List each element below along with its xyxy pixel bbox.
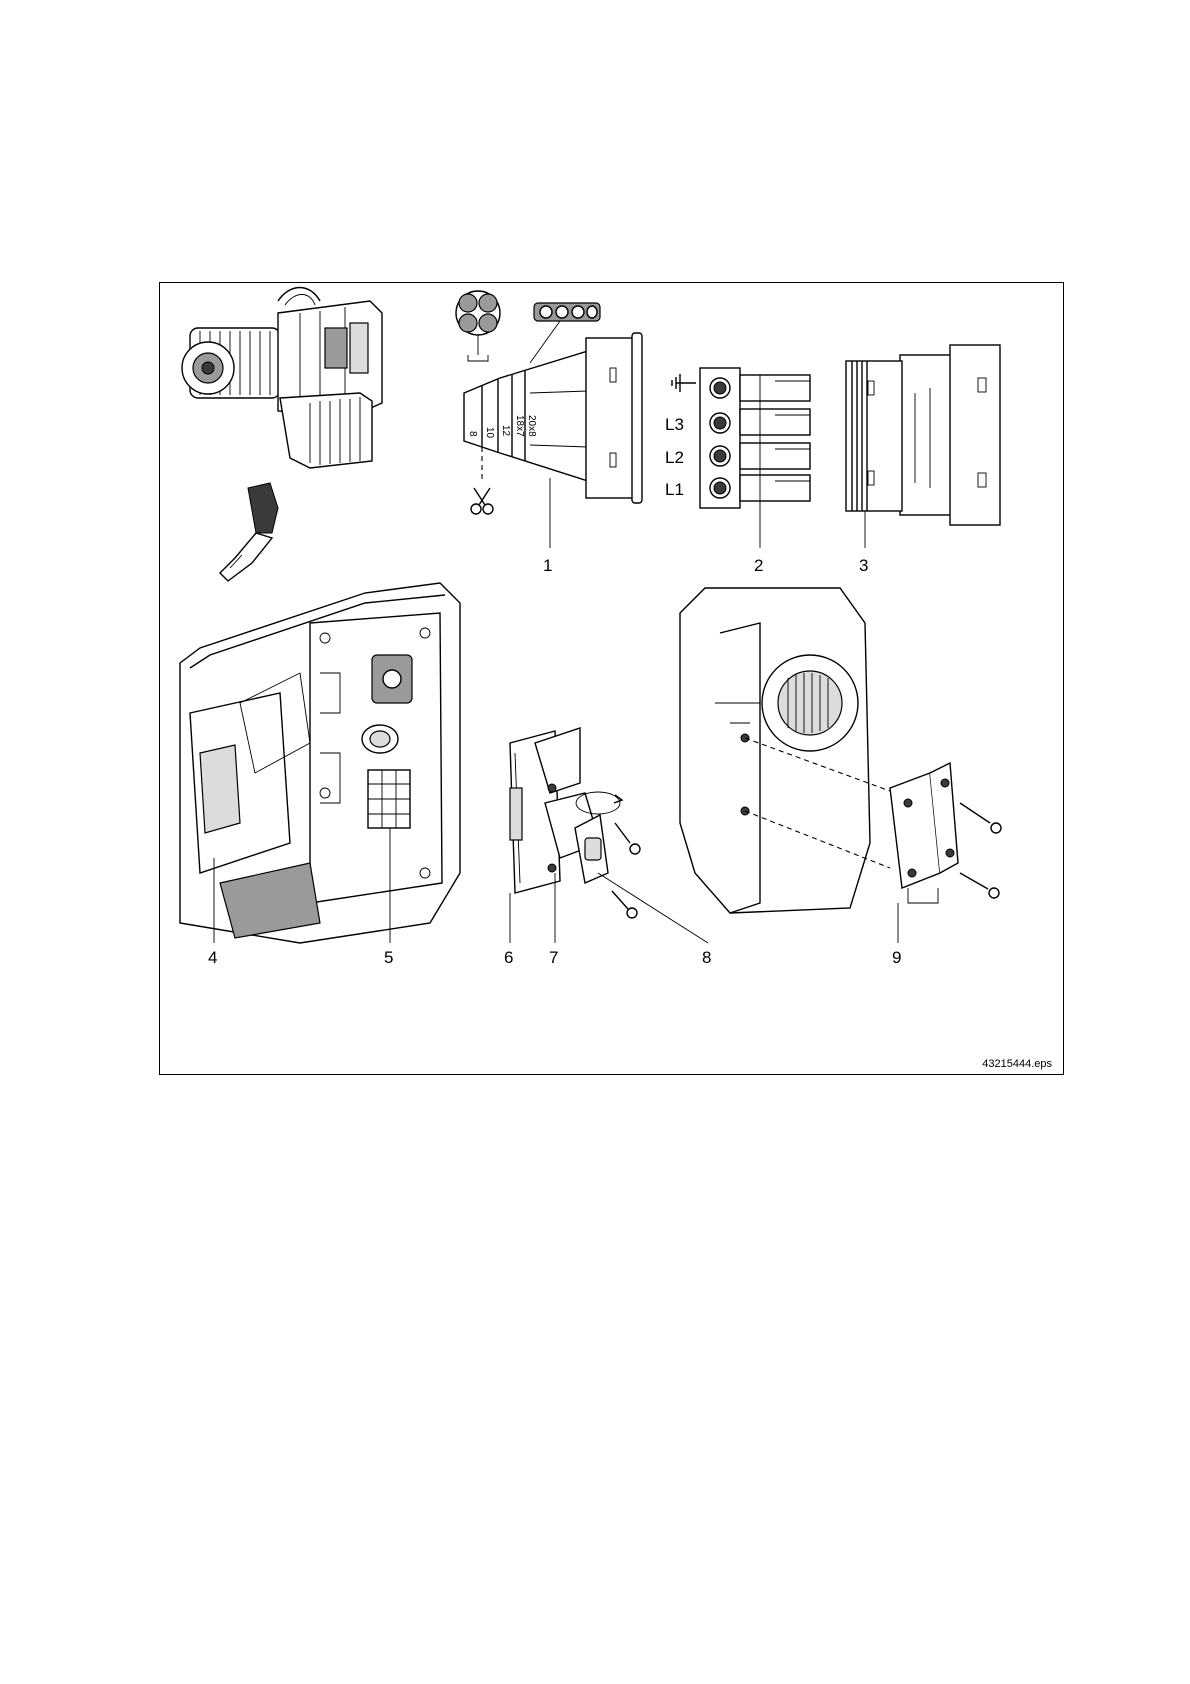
callout-7: 7 [549,948,558,967]
ground-icon [672,374,696,392]
callout-2: 2 [754,556,763,575]
terminal-block: L3 L2 L1 [665,368,810,548]
callout-6: 6 [504,948,513,967]
cone-mark-12: 12 [500,425,511,437]
terminal-label-l3: L3 [665,415,684,434]
callout-8: 8 [702,948,711,967]
round-cable-icon [456,291,500,361]
cone-mark-8: 8 [467,431,478,437]
hoist-illustration [182,288,382,582]
terminal-label-l1: L1 [665,480,684,499]
cable-entry-cone: 8 10 12 18x7 20x8 [456,291,642,548]
callout-9: 9 [892,948,901,967]
callout-1: 1 [543,556,552,575]
cone-mark-20x8: 20x8 [526,415,537,437]
cone-mark-18x7: 18x7 [514,415,525,437]
callout-4: 4 [208,948,217,967]
screw-icon [612,823,640,918]
side-housing [680,588,1001,943]
terminal-label-l2: L2 [665,448,684,467]
callout-3: 3 [859,556,868,575]
cable-sleeve [846,345,1000,548]
strain-relief-assembly [510,728,708,943]
file-name: 43215444.eps [982,1058,1052,1070]
control-box-open [180,583,460,943]
cone-mark-10: 10 [484,427,495,439]
figure-frame: 8 10 12 18x7 20x8 [159,282,1064,1075]
callout-5: 5 [384,948,393,967]
scissors-icon [471,488,493,514]
